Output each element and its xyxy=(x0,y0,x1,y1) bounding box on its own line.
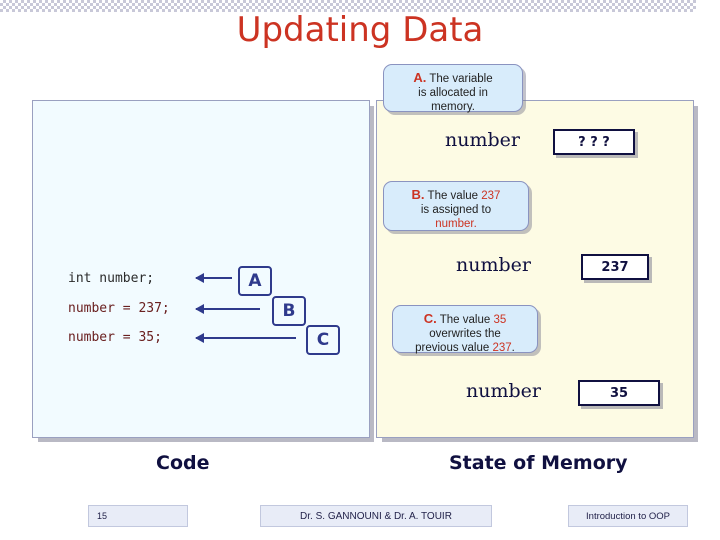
callout-a-text-1: The variable xyxy=(429,73,493,85)
arrow-to-assign-237 xyxy=(195,304,260,314)
callout-b-text-1: The value xyxy=(427,190,479,202)
memory-variable-name-2: number xyxy=(456,254,531,276)
code-panel xyxy=(32,100,370,438)
arrow-to-declaration xyxy=(195,273,232,283)
top-strip-right-cap xyxy=(696,0,720,12)
memory-value-box-1: ? ? ? xyxy=(553,129,635,155)
callout-c: C. The value 35 overwrites the previous … xyxy=(392,305,538,354)
memory-value-box-2: 237 xyxy=(581,254,649,280)
code-caption: Code xyxy=(156,452,210,474)
callout-b-label: B. xyxy=(411,187,425,202)
badge-b: B xyxy=(272,296,306,326)
code-line-assign-35: number = 35; xyxy=(68,330,162,345)
badge-c: C xyxy=(306,325,340,355)
callout-a-text-3: memory. xyxy=(431,101,475,113)
callout-c-label: C. xyxy=(423,311,437,326)
callout-c-value-1: 35 xyxy=(493,314,507,326)
callout-b-value-1: 237 xyxy=(481,190,501,202)
code-line-assign-237: number = 237; xyxy=(68,301,170,316)
footer-authors: Dr. S. GANNOUNI & Dr. A. TOUIR xyxy=(260,505,492,527)
memory-caption: State of Memory xyxy=(449,452,628,474)
callout-c-value-2: 237 xyxy=(492,342,512,354)
memory-variable-name-1: number xyxy=(445,129,520,151)
page-title: Updating Data xyxy=(236,10,484,50)
decorative-top-strip xyxy=(0,0,720,12)
callout-c-text-2: overwrites the xyxy=(429,328,501,340)
footer-course: Introduction to OOP xyxy=(568,505,688,527)
code-line-declaration: int number; xyxy=(68,271,155,286)
memory-value-box-3: 35 xyxy=(578,380,660,406)
callout-b-text-3: number xyxy=(435,218,474,230)
footer-slide-number: 15 xyxy=(88,505,188,527)
badge-a: A xyxy=(238,266,272,296)
callout-b-text-2: is assigned to xyxy=(420,204,492,216)
arrow-to-assign-35 xyxy=(195,333,296,343)
callout-a-label: A. xyxy=(413,70,427,85)
callout-b: B. The value 237 is assigned to number. xyxy=(383,181,529,231)
callout-b-text-4: . xyxy=(473,218,477,230)
callout-c-text-3: previous value xyxy=(415,342,490,354)
callout-c-text-4: . xyxy=(511,342,515,354)
memory-variable-name-3: number xyxy=(466,380,541,402)
callout-a-text-2: is allocated in xyxy=(418,87,488,99)
callout-a: A. The variable is allocated in memory. xyxy=(383,64,523,113)
callout-c-text-1: The value xyxy=(439,314,491,326)
